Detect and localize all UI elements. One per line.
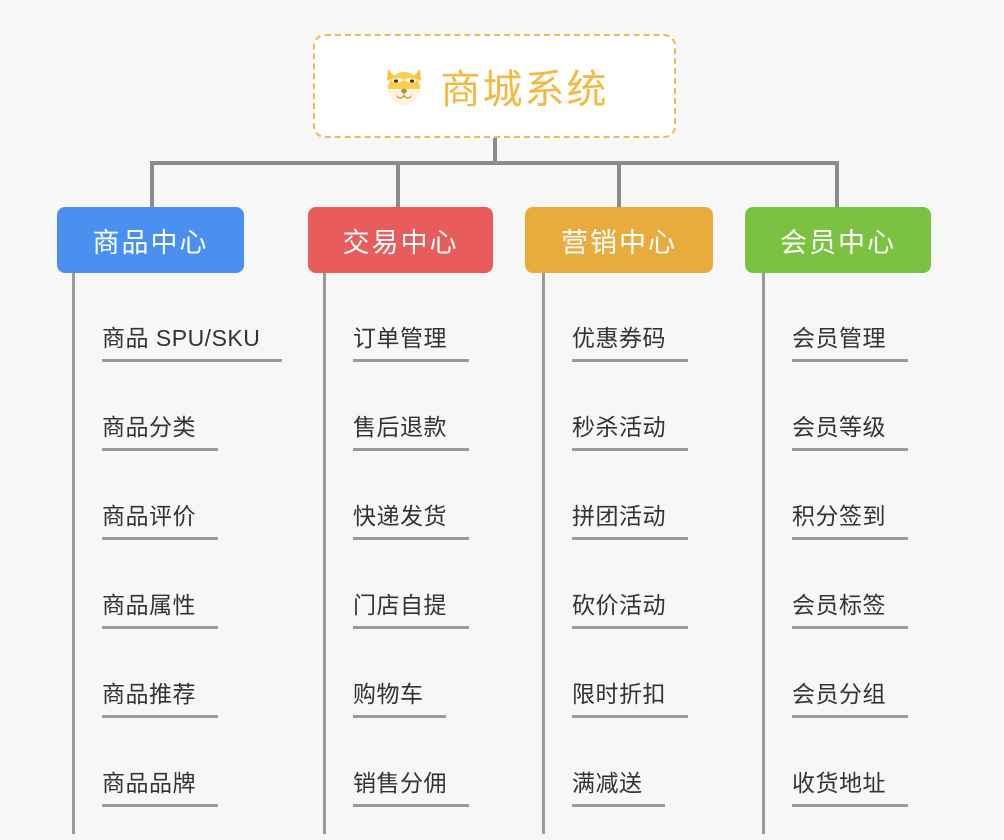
leaf-item[interactable]: 会员分组 [762,629,908,718]
leaf-item[interactable]: 秒杀活动 [542,362,688,451]
leaf-label: 会员管理 [792,325,908,362]
leaf-item[interactable]: 订单管理 [323,273,469,362]
leaf-item[interactable]: 会员等级 [762,362,908,451]
leaf-label: 快递发货 [353,503,469,540]
leaf-item[interactable]: 限时折扣 [542,629,688,718]
trunk-connector-vertical [493,138,497,164]
leaf-label: 拼团活动 [572,503,688,540]
leaf-item[interactable]: 收货地址 [762,718,908,807]
leaf-item[interactable]: 砍价活动 [542,540,688,629]
leaf-item[interactable]: 商品分类 [72,362,218,451]
leaf-item[interactable]: 商品评价 [72,451,218,540]
leaf-item[interactable]: 拼团活动 [542,451,688,540]
leaf-label: 销售分佣 [353,770,469,807]
leaf-item[interactable]: 会员管理 [762,273,908,362]
leaf-label: 商品分类 [102,414,218,451]
branch-drop-4 [835,161,839,207]
leaf-item[interactable]: 积分签到 [762,451,908,540]
leaf-label: 商品评价 [102,503,218,540]
branch-drop-3 [617,161,621,207]
category-label: 商品中心 [92,227,209,258]
leaf-spine [72,273,75,834]
leaf-item[interactable]: 商品推荐 [72,629,218,718]
leaf-label: 秒杀活动 [572,414,688,451]
leaf-item[interactable]: 售后退款 [323,362,469,451]
branch-drop-2 [396,161,400,207]
leaf-item[interactable]: 销售分佣 [323,718,469,807]
leaf-label: 会员分组 [792,681,908,718]
trunk-connector-horizontal [150,161,839,165]
category-node-2[interactable]: 营销中心 [525,207,713,273]
leaf-label: 会员标签 [792,592,908,629]
category-node-1[interactable]: 交易中心 [308,207,493,273]
category-node-0[interactable]: 商品中心 [57,207,244,273]
leaf-spine [542,273,545,834]
leaf-item[interactable]: 满减送 [542,718,665,807]
leaf-label: 商品属性 [102,592,218,629]
branch-drop-1 [150,161,154,207]
leaf-spine [762,273,765,834]
leaf-label: 会员等级 [792,414,908,451]
category-label: 会员中心 [780,227,896,258]
shiba-dog-face-icon [381,63,427,109]
leaf-item[interactable]: 门店自提 [323,540,469,629]
leaf-item[interactable]: 商品属性 [72,540,218,629]
leaf-label: 商品 SPU/SKU [102,325,283,362]
category-node-3[interactable]: 会员中心 [745,207,931,273]
leaf-label: 售后退款 [353,414,469,451]
leaf-item[interactable]: 购物车 [323,629,446,718]
leaf-label: 商品推荐 [102,681,218,718]
leaf-label: 限时折扣 [572,681,688,718]
leaf-label: 满减送 [572,770,665,807]
leaf-label: 优惠券码 [572,325,688,362]
leaf-item[interactable]: 优惠券码 [542,273,688,362]
leaf-label: 购物车 [353,681,446,718]
leaf-label: 收货地址 [792,770,908,807]
leaf-label: 门店自提 [353,592,469,629]
leaf-spine [323,273,326,834]
leaf-item[interactable]: 快递发货 [323,451,469,540]
leaf-label: 积分签到 [792,503,908,540]
root-title: 商城系统 [440,68,609,112]
leaf-label: 商品品牌 [102,770,218,807]
leaf-item[interactable]: 会员标签 [762,540,908,629]
leaf-label: 订单管理 [353,325,469,362]
category-label: 营销中心 [561,227,677,258]
root-node[interactable]: 商城系统 [313,34,676,138]
category-label: 交易中心 [342,227,459,258]
leaf-label: 砍价活动 [572,592,688,629]
leaf-item[interactable]: 商品品牌 [72,718,218,807]
leaf-item[interactable]: 商品 SPU/SKU [72,273,283,362]
